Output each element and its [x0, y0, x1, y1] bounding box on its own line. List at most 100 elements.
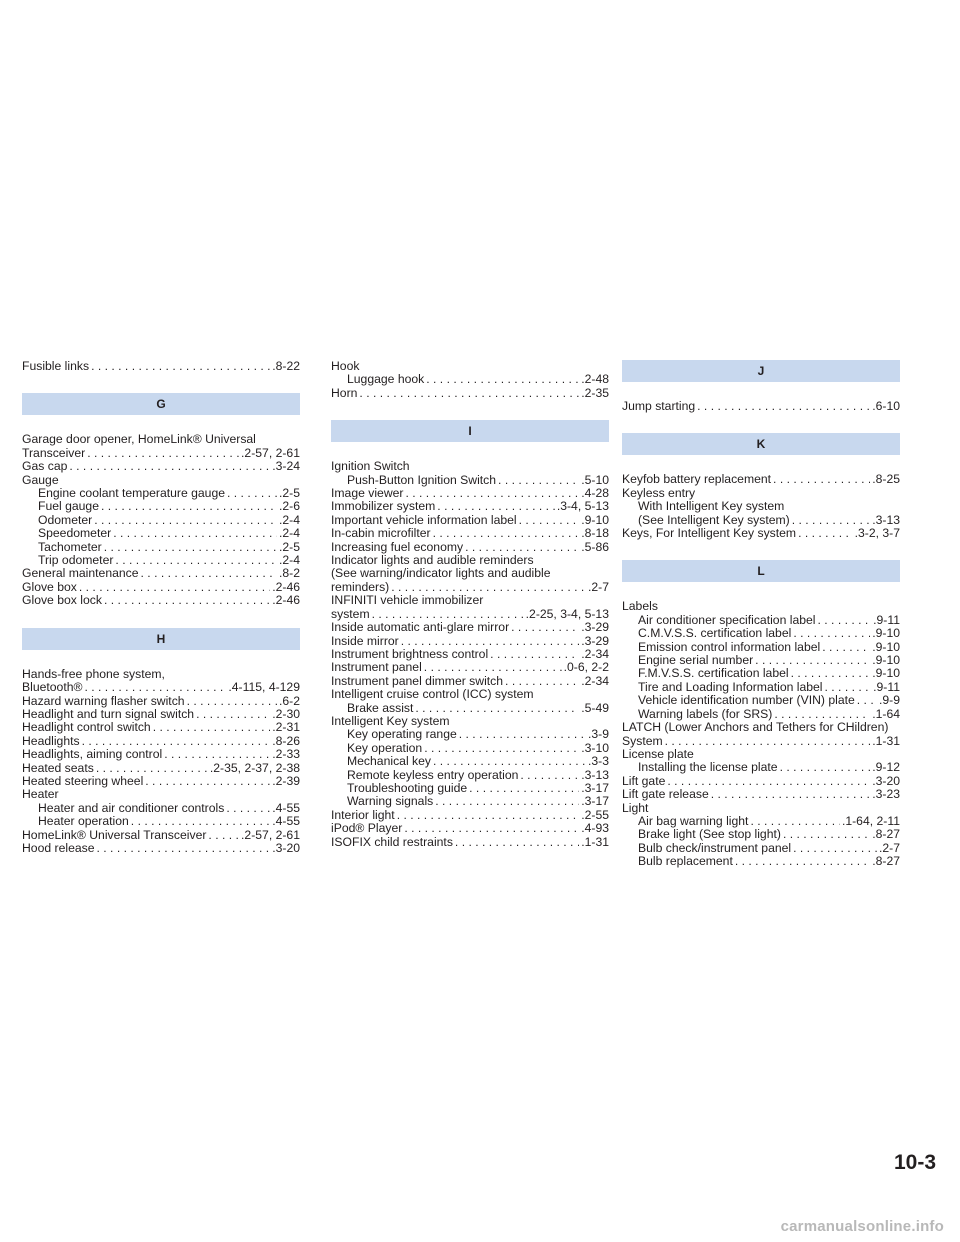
index-entry: Ignition Switch	[331, 459, 609, 473]
dot-leader	[115, 554, 277, 567]
entry-page-ref: .5-86	[581, 539, 609, 554]
dot-leader	[711, 788, 870, 801]
entry-page-ref: .3-23	[872, 787, 900, 802]
entry-page-ref: .9-10	[872, 653, 900, 668]
dot-leader	[227, 487, 277, 500]
index-entry: F.M.V.S.S. certification label.9-10	[622, 667, 900, 681]
entry-label: Fuel gauge	[38, 499, 99, 514]
entry-label: Headlights, aiming control	[22, 747, 163, 762]
entry-page-ref: .2-46	[272, 593, 300, 608]
entry-label: Lift gate release	[622, 787, 709, 802]
entry-page-ref: .5-10	[581, 472, 609, 487]
index-entry: Emission control information label.9-10	[622, 639, 900, 654]
entry-page-ref: .8-27	[872, 854, 900, 869]
section-header: I	[331, 420, 609, 443]
section-header: G	[22, 393, 300, 416]
dot-leader	[822, 641, 870, 654]
dot-leader	[825, 681, 872, 694]
index-entry: LATCH (Lower Anchors and Tethers for CHi…	[622, 720, 900, 748]
index-entry: Intelligent cruise control (ICC) system	[331, 687, 609, 702]
page-number: 10-3	[893, 1151, 936, 1174]
entry-page-ref: .4-115, 4-129	[228, 680, 300, 695]
entry-page-ref: .8-18	[581, 526, 609, 541]
entry-label: Brake assist	[347, 700, 414, 715]
entry-label: Headlight control switch	[22, 720, 151, 735]
entry-label: Bulb replacement	[638, 854, 733, 869]
dot-leader	[793, 842, 877, 855]
entry-page-ref: .8-2	[278, 566, 300, 581]
dot-leader	[459, 728, 586, 741]
entry-page-ref: .2-5	[278, 539, 300, 554]
index-entry: Increasing fuel economy.5-86	[331, 539, 609, 554]
entry-label: Glove box lock	[22, 593, 102, 608]
entry-page-ref: .8-27	[872, 827, 900, 842]
index-entry: Instrument brightness control.2-34	[331, 647, 609, 661]
index-entry: Heated steering wheel.2-39	[22, 773, 300, 788]
entry-text-line: Intelligent Key system	[331, 713, 450, 728]
entry-text-line: Intelligent cruise control (ICC) system	[331, 687, 534, 702]
index-entry: Fuel gauge .2-6	[22, 499, 300, 514]
entry-label: Jump starting	[622, 399, 696, 413]
entry-text-line: License plate	[622, 746, 694, 761]
entry-page-ref: .2-46	[272, 579, 300, 594]
index-entry: Vehicle identification number (VIN) plat…	[622, 693, 900, 707]
entry-label: Emission control information label	[638, 639, 821, 654]
entry-page-ref: .3-9	[587, 727, 609, 742]
section-header: K	[622, 433, 900, 456]
dot-leader	[465, 541, 579, 554]
entry-page-ref: .9-11	[873, 612, 900, 627]
index-entry: License plate	[622, 746, 900, 761]
entry-label: Tire and Loading Information label	[638, 679, 823, 694]
dot-leader	[735, 855, 870, 868]
entry-text-line: Hands-free phone system,	[22, 666, 165, 681]
index-entry: Key operation.3-10	[331, 740, 609, 755]
entry-page-ref: .9-12	[872, 760, 900, 775]
index-entry: Headlights, aiming control.2-33	[22, 747, 300, 762]
dot-leader	[82, 735, 271, 748]
entry-page-ref: .2-4	[278, 512, 300, 527]
index-entry: Engine coolant temperature gauge.2-5	[22, 486, 300, 500]
entry-label: Immobilizer system	[331, 499, 436, 514]
entry-label: Luggage hook	[347, 372, 425, 387]
index-entry: Key operating range.3-9	[331, 727, 609, 742]
entry-label: Air conditioner specification label	[638, 612, 816, 627]
dot-leader	[153, 721, 271, 734]
dot-leader	[424, 661, 562, 674]
index-entry: Instrument panel.0-6, 2-2	[331, 660, 609, 674]
entry-page-ref: .1-31	[581, 834, 609, 849]
dot-leader	[469, 782, 579, 795]
index-entry: Jump starting.6-10	[622, 399, 900, 413]
index-entry: Tire and Loading Information label.9-11	[622, 679, 900, 694]
entry-label: Hood release	[22, 840, 95, 855]
dot-leader	[697, 400, 870, 413]
index-entry: Troubleshooting guide.3-17	[331, 780, 609, 795]
index-entry: Push-Button Ignition Switch.5-10	[331, 472, 609, 487]
entry-page-ref: .2-6	[278, 499, 300, 514]
dot-leader	[97, 842, 271, 855]
index-entry: Image viewer.4-28	[331, 486, 609, 500]
index-entry: Tachometer.2-5	[22, 539, 300, 554]
entry-label: Warning labels (for SRS)	[638, 706, 773, 721]
dot-leader	[94, 514, 277, 527]
index-entry: Bulb check/instrument panel.2-7	[622, 841, 900, 855]
dot-leader	[857, 694, 877, 707]
entry-page-ref: .2-48	[581, 372, 609, 387]
entry-label: Headlight and turn signal switch	[22, 706, 195, 721]
dot-leader	[405, 487, 579, 500]
dot-leader	[359, 387, 579, 400]
entry-page-ref: .3-10	[581, 740, 609, 755]
entry-page-ref: .2-39	[272, 773, 300, 788]
dot-leader	[372, 608, 524, 621]
dot-leader	[187, 695, 277, 708]
index-entry: Mechanical key.3-3	[331, 754, 609, 768]
entry-label: Keys, For Intelligent Key system	[622, 526, 797, 541]
entry-label: Trip odometer	[38, 553, 114, 568]
index-entry: Inside automatic anti-glare mirror.3-29	[331, 620, 609, 634]
section-header: L	[622, 560, 900, 583]
entry-label: Interior light	[331, 807, 395, 822]
entry-label: Headlights	[22, 733, 80, 748]
entry-page-ref: .4-55	[272, 800, 300, 815]
entry-label: Troubleshooting guide	[347, 780, 468, 795]
